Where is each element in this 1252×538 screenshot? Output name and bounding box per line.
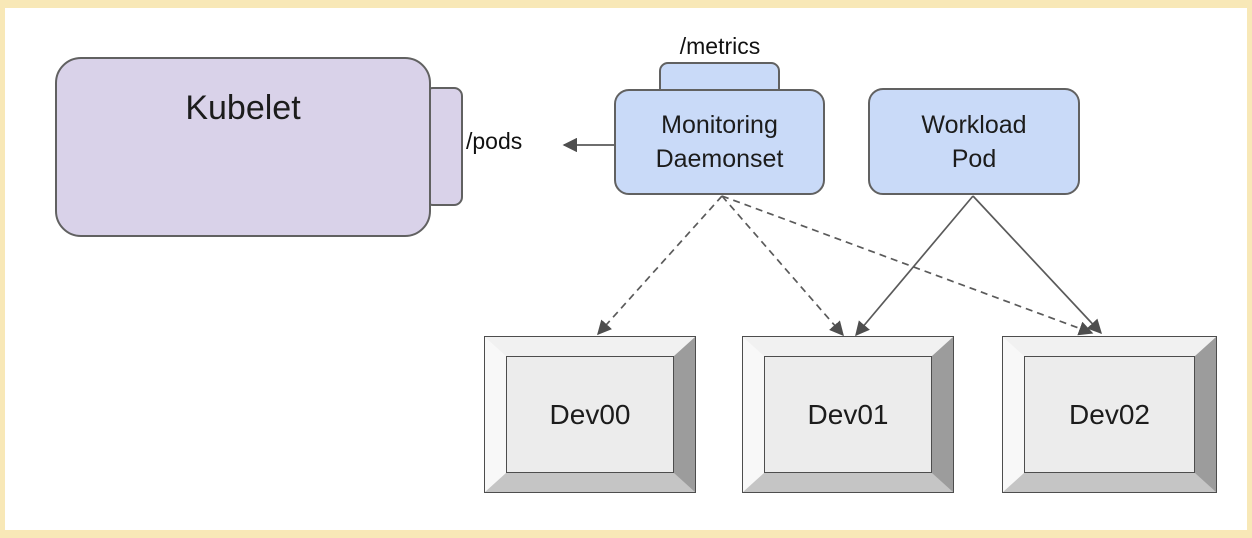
kubelet-node: Kubelet — [55, 57, 431, 237]
workload-pod-label: Workload Pod — [921, 110, 1027, 173]
device-node-dev01: Dev01 — [742, 336, 954, 493]
kubelet-label: Kubelet — [185, 89, 301, 127]
device-node-dev02: Dev02 — [1002, 336, 1217, 493]
device-node-dev00: Dev00 — [484, 336, 696, 493]
pods-endpoint-label: /pods — [466, 128, 523, 154]
workload-pod-node: Workload Pod — [868, 88, 1080, 195]
connector-monitoring-daemonset-to-dev02 — [721, 195, 1094, 336]
device-label: Dev01 — [807, 398, 889, 430]
connector-monitoring-daemonset-to-dev01 — [721, 195, 844, 337]
device-label: Dev02 — [1069, 398, 1150, 430]
monitoring-daemonset-label: Monitoring Daemonset — [655, 111, 784, 173]
connector-monitoring-daemonset-to-dev00 — [597, 195, 723, 336]
device-label: Dev00 — [549, 398, 631, 430]
connector-workload-pod-to-dev02 — [972, 195, 1102, 335]
connector-workload-pod-to-dev01 — [855, 195, 974, 337]
monitoring-daemonset-node: Monitoring Daemonset — [614, 89, 825, 195]
metrics-endpoint-label: /metrics — [679, 33, 761, 59]
